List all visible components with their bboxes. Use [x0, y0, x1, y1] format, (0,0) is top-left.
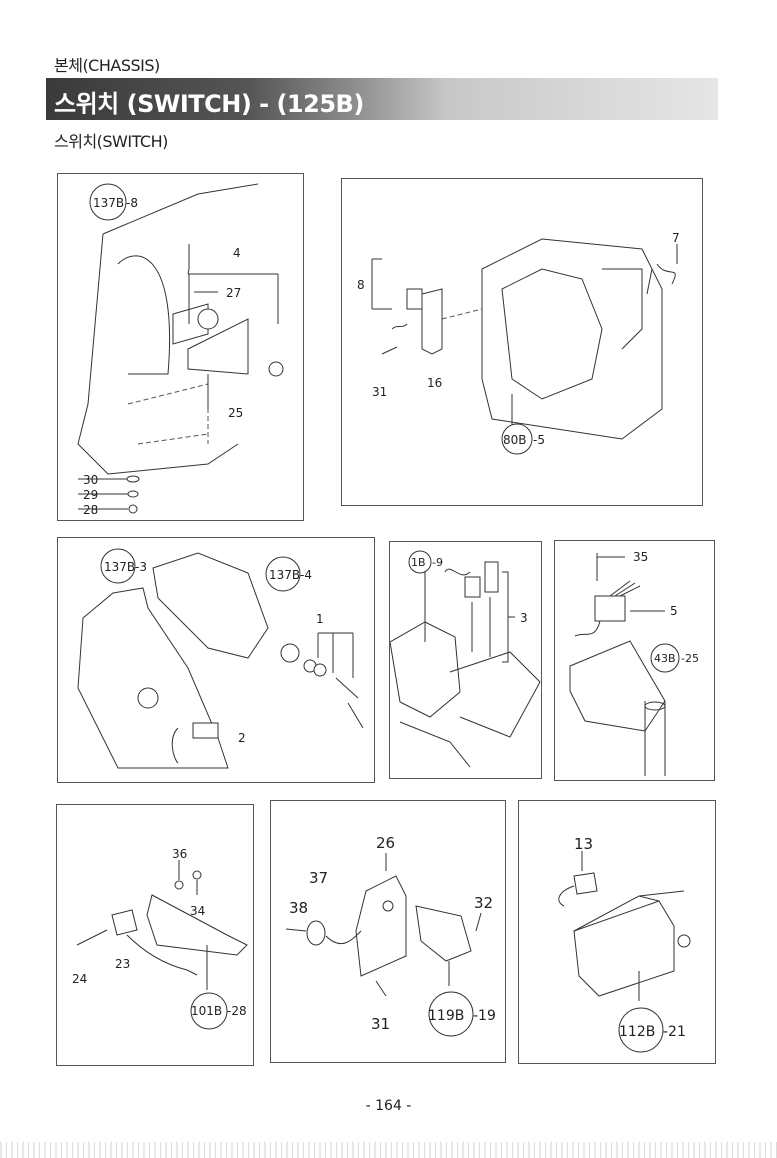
part-label: 31	[371, 1015, 390, 1033]
diagram-panel-5: 43B -25 35 5	[554, 540, 715, 781]
diagram-8-drawing: 112B -21 13	[558, 835, 691, 1053]
part-label: 5	[670, 604, 678, 618]
diagram-panel-3: 137B -3 137B -4 1 2	[57, 537, 375, 783]
diagram-panel-7: 119B -19 26 37 38 32 31	[270, 800, 506, 1063]
part-label: 25	[228, 406, 243, 420]
ref-code: 137B	[93, 196, 124, 210]
part-label: 2	[238, 731, 246, 745]
part-label: 36	[172, 847, 187, 861]
breadcrumb: 본체(CHASSIS)	[54, 56, 160, 75]
part-label: 30	[83, 473, 98, 487]
part-label: 29	[83, 488, 98, 502]
part-label: 27	[226, 286, 241, 300]
part-label: 24	[72, 972, 87, 986]
diagram-7-drawing: 119B -19 26 37 38 32 31	[285, 834, 496, 1037]
diagram-panel-1: 137B -8 4 27 25 30 29 28	[57, 173, 304, 521]
ref-code: 137B	[269, 568, 300, 582]
ref-suffix: -4	[300, 568, 312, 582]
section-subtitle: 스위치(SWITCH)	[54, 132, 168, 151]
page-title: 스위치 (SWITCH) - (125B)	[54, 90, 364, 118]
part-label: 4	[233, 246, 241, 260]
ref-suffix: -5	[533, 433, 545, 447]
part-label: 26	[376, 834, 395, 852]
diagram-5-drawing: 43B -25 35 5	[569, 550, 699, 776]
ref-code: 80B	[503, 433, 527, 447]
ref-suffix: -28	[227, 1004, 247, 1018]
ref-code: 1B	[411, 556, 426, 569]
part-label: 37	[309, 869, 328, 887]
ref-code: 43B	[654, 652, 676, 665]
part-label: 3	[520, 611, 528, 625]
part-label: 8	[357, 278, 365, 292]
part-label: 28	[83, 503, 98, 517]
part-label: 38	[289, 899, 308, 917]
ref-code: 119B	[428, 1008, 464, 1024]
part-label: 7	[672, 231, 680, 245]
part-label: 34	[190, 904, 205, 918]
section-title-banner: 스위치 (SWITCH) - (125B)	[46, 78, 718, 120]
page-number: - 164 -	[365, 1098, 412, 1114]
ref-suffix: -21	[663, 1024, 686, 1040]
part-label: 23	[115, 957, 130, 971]
scan-artifact-strip	[0, 1142, 777, 1158]
part-label: 32	[474, 894, 493, 912]
diagram-3-drawing: 137B -3 137B -4 1 2	[77, 548, 364, 769]
diagram-panel-4: 1B -9 3	[389, 541, 542, 779]
part-label: 35	[633, 550, 648, 564]
ref-code: 137B	[104, 560, 135, 574]
ref-suffix: -3	[135, 560, 147, 574]
ref-code: 101B	[191, 1004, 222, 1018]
diagram-1-drawing: 137B -8 4 27 25 30 29 28	[77, 183, 284, 517]
part-label: 16	[427, 376, 442, 390]
ref-suffix: -25	[681, 652, 699, 665]
diagram-panel-6: 101B -28 36 34 24 23	[56, 804, 254, 1066]
ref-suffix: -9	[432, 556, 443, 569]
ref-suffix: -8	[126, 196, 138, 210]
diagram-panel-8: 112B -21 13	[518, 800, 716, 1064]
diagram-panel-2: 80B -5 7 8 16 31	[341, 178, 703, 506]
part-label: 1	[316, 612, 324, 626]
ref-suffix: -19	[473, 1008, 496, 1024]
diagram-6-drawing: 101B -28 36 34 24 23	[72, 847, 248, 1030]
part-label: 13	[574, 835, 593, 853]
diagram-4-drawing: 1B -9 3	[390, 550, 541, 768]
part-label: 31	[372, 385, 387, 399]
ref-code: 112B	[619, 1024, 655, 1040]
diagram-2-drawing: 80B -5 7 8 16 31	[357, 231, 680, 455]
